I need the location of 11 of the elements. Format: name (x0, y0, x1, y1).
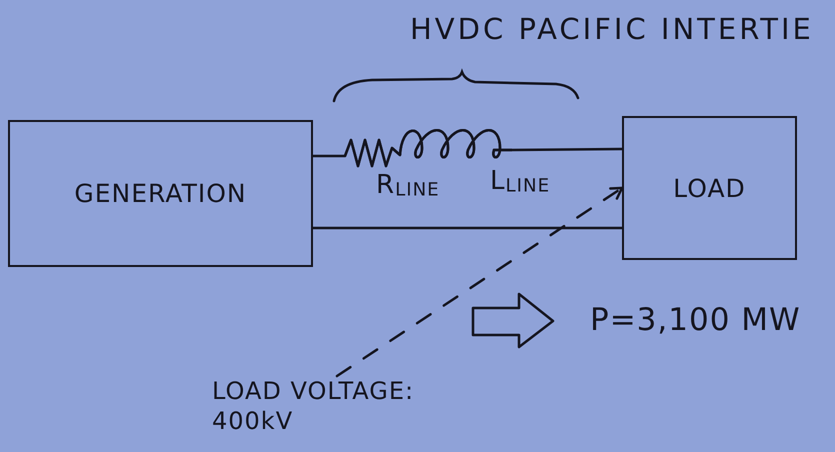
line-name: HVDC PACIFIC INTERTIE (410, 12, 814, 46)
node-label: GENERATION (74, 179, 247, 208)
block-box (622, 116, 797, 260)
leader-line (336, 186, 624, 378)
power-label: P=3,100 MW (590, 302, 801, 338)
node-label: LOAD (673, 174, 746, 202)
block-box (8, 120, 313, 267)
component-label: L$_{LINE}$ (490, 166, 550, 197)
wire (312, 226, 624, 230)
note-text: LOAD VOLTAGE: 400kV (212, 376, 462, 442)
component-label: R$_{LINE}$ (376, 170, 440, 201)
